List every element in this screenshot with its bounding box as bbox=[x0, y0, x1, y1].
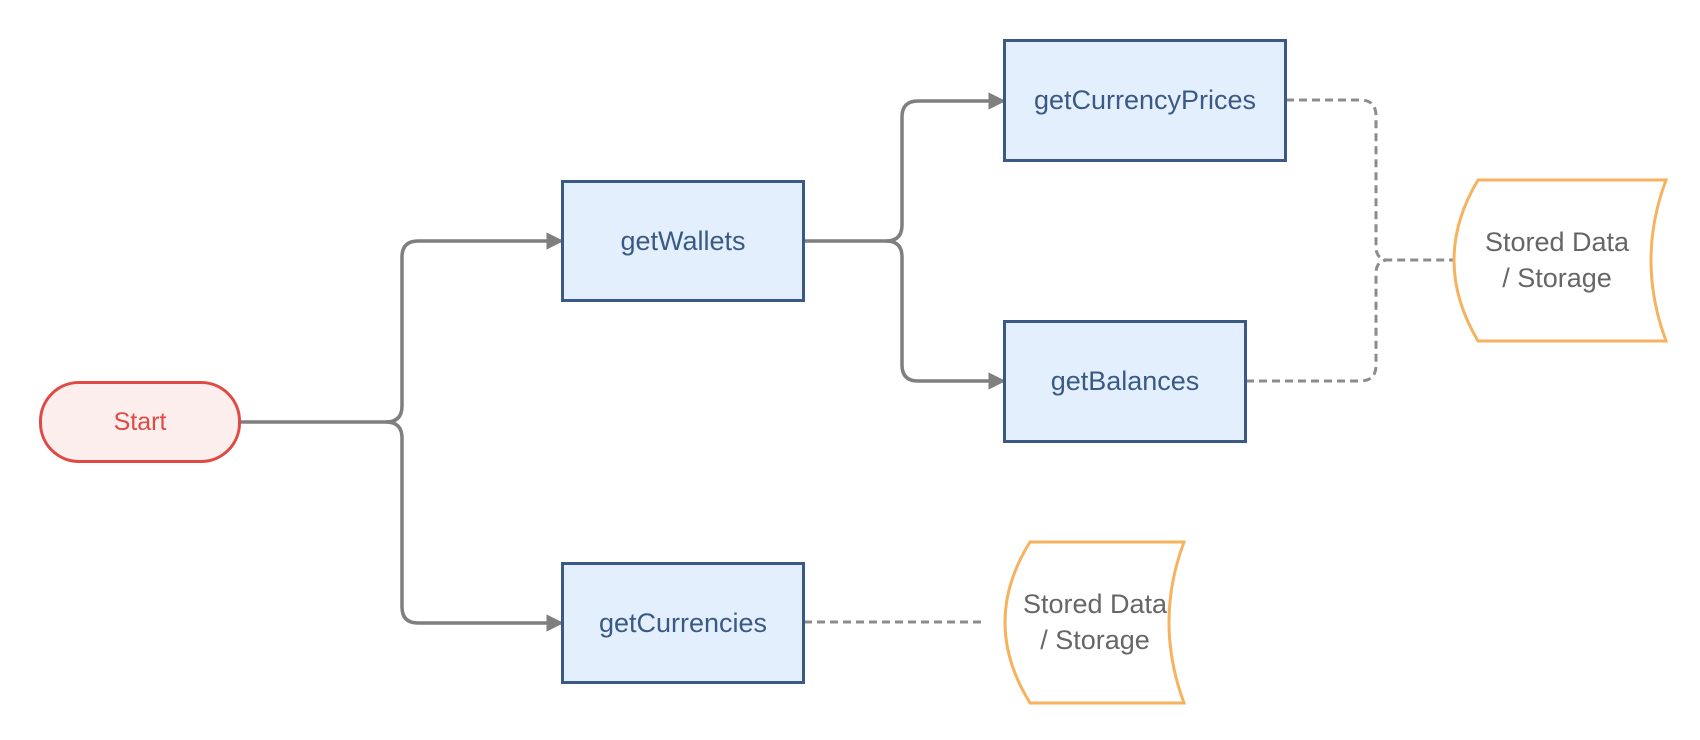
getcurrencies-node[interactable]: getCurrencies bbox=[561, 562, 805, 684]
storage-top-line2: / Storage bbox=[1502, 263, 1612, 293]
storage-label-top: Stored Data / Storage bbox=[1462, 224, 1652, 296]
getwallets-node[interactable]: getWallets bbox=[561, 180, 805, 302]
getcurrencyprices-node[interactable]: getCurrencyPrices bbox=[1003, 39, 1287, 162]
connector-getwallets-to-getbalances bbox=[885, 239, 1006, 390]
connector-getwallets-to-getcurrencyprices bbox=[804, 92, 1006, 243]
getcurrencyprices-label: getCurrencyPrices bbox=[1033, 85, 1257, 115]
start-node[interactable]: Start bbox=[39, 381, 241, 463]
getbalances-label: getBalances bbox=[1050, 366, 1200, 396]
storage-bottom-line2: / Storage bbox=[1040, 625, 1150, 655]
storage-shape-top bbox=[1452, 178, 1669, 343]
storage-bottom-line1: Stored Data bbox=[1022, 589, 1168, 619]
getwallets-label: getWallets bbox=[620, 225, 746, 256]
getbalances-node[interactable]: getBalances bbox=[1003, 320, 1247, 443]
storage-shape-bottom bbox=[1003, 540, 1187, 705]
storage-top-line1: Stored Data bbox=[1484, 227, 1630, 257]
connector-start-to-getwallets bbox=[240, 232, 564, 424]
getcurrencies-label: getCurrencies bbox=[598, 607, 768, 638]
dashed-connector-getcurrencyprices-to-storage bbox=[1286, 98, 1464, 262]
storage-label-bottom: Stored Data / Storage bbox=[1000, 586, 1190, 658]
connector-start-to-getcurrencies bbox=[385, 420, 564, 632]
dashed-connector-getbalances-to-storage bbox=[1246, 258, 1387, 383]
start-label: Start bbox=[113, 407, 167, 436]
